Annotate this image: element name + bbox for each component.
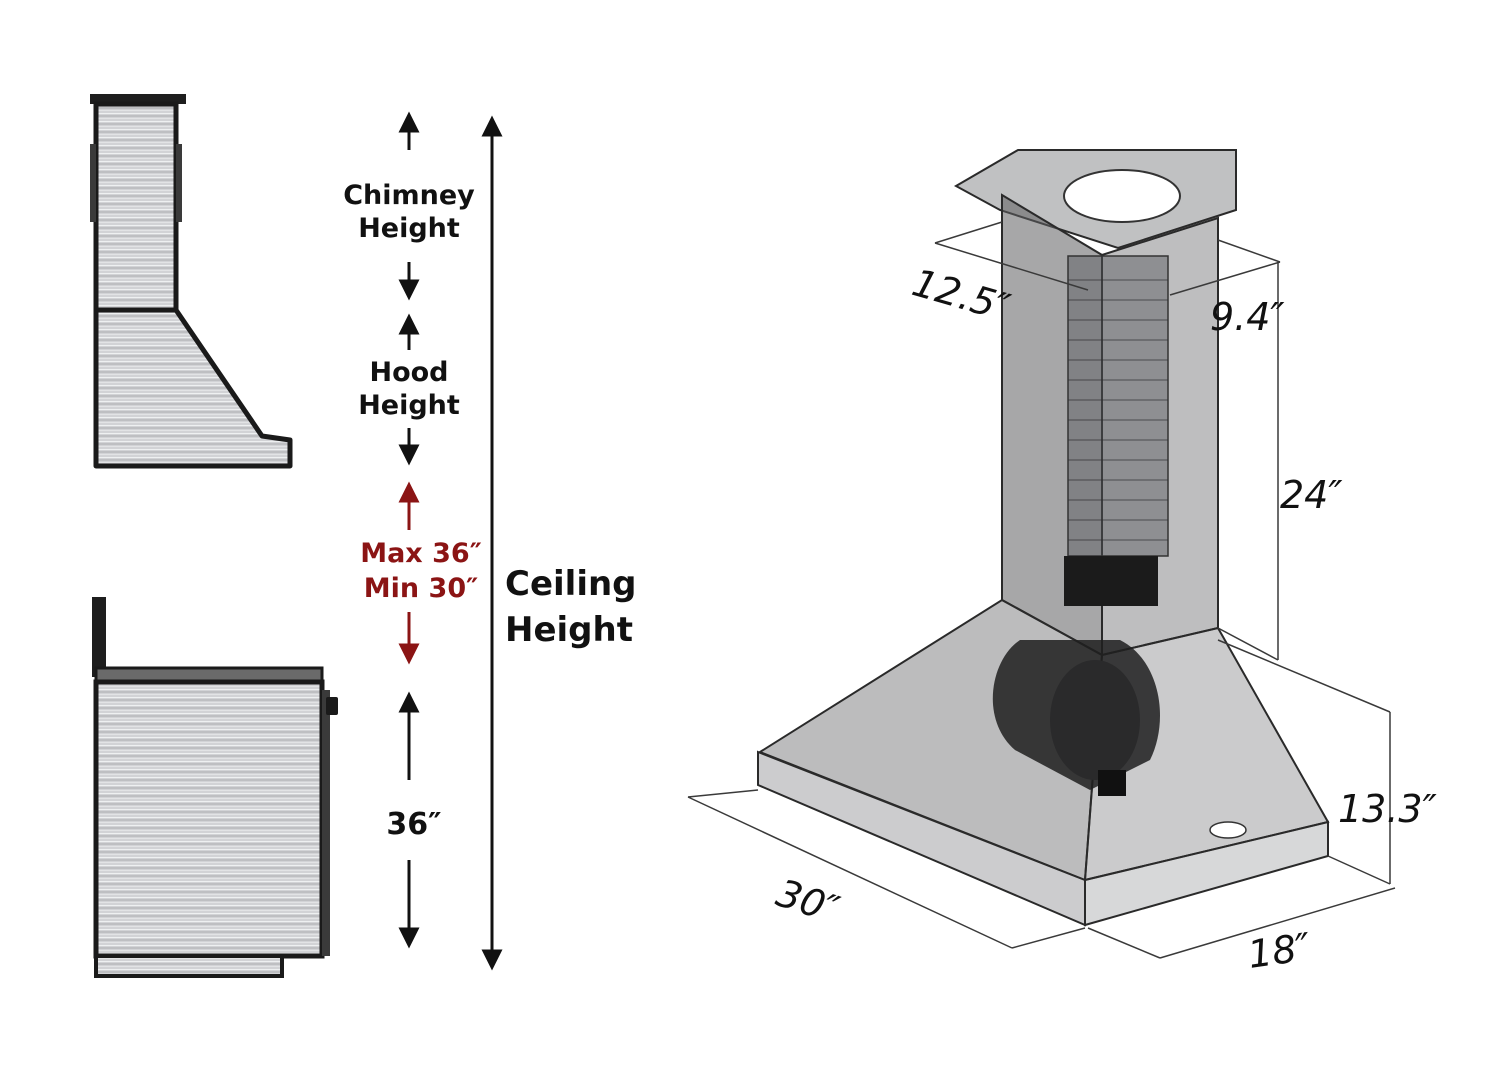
duct-opening bbox=[1063, 169, 1181, 223]
ceiling-cap bbox=[90, 94, 186, 104]
hood-depth-dimension-label: 18″ bbox=[1245, 925, 1313, 977]
range-body bbox=[93, 679, 325, 959]
chimney-height-dimension-label: 24″ bbox=[1280, 473, 1343, 517]
gap-max-label: Max 36″ bbox=[360, 538, 482, 569]
gap-min-label: Min 30″ bbox=[364, 573, 478, 604]
height-annotations: Chimney Height Hood Height Max 36″ Min 3… bbox=[343, 111, 637, 971]
side-chimney bbox=[93, 101, 179, 313]
backsplash bbox=[92, 597, 106, 677]
flex-duct bbox=[1067, 255, 1169, 557]
chimney-width-label: 12.5″ bbox=[908, 260, 1015, 330]
range-drawer-base bbox=[94, 954, 284, 978]
ceiling-height-label-line1: Ceiling bbox=[505, 564, 637, 604]
side-view-hood bbox=[90, 94, 293, 469]
blower-assembly bbox=[992, 556, 1160, 796]
ceiling-height-label-line2: Height bbox=[505, 610, 633, 650]
hood-height-label-line1: Hood bbox=[369, 357, 448, 388]
hood-3d-dimension-labels: 12.5″ 9.4″ 24″ 13.3″ 30″ 18″ bbox=[771, 260, 1437, 977]
hood-height-dimension-label: 13.3″ bbox=[1338, 787, 1437, 831]
side-view-range bbox=[92, 597, 338, 978]
chimney-height-label-line2: Height bbox=[358, 213, 460, 244]
chimney-depth-label: 9.4″ bbox=[1210, 295, 1285, 339]
counter-height-label: 36″ bbox=[386, 807, 441, 842]
range-knob bbox=[326, 697, 338, 715]
hood-height-label-line2: Height bbox=[358, 390, 460, 421]
side-hood-body bbox=[93, 307, 293, 469]
hood-3d-view bbox=[757, 149, 1330, 927]
hood-3d-dimensions bbox=[687, 221, 1396, 959]
chimney-height-label-line1: Chimney bbox=[343, 180, 475, 211]
hood-width-dimension-label: 30″ bbox=[771, 871, 844, 932]
